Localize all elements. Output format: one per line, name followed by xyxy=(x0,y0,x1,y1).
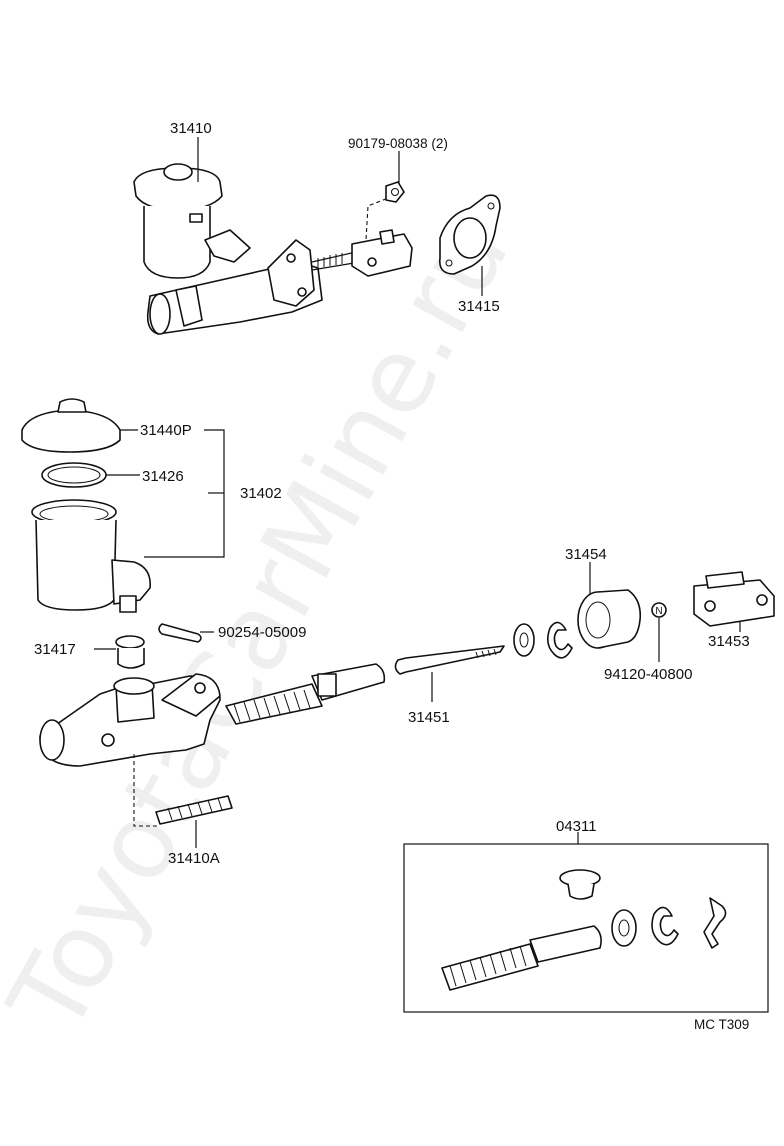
clevis-31453 xyxy=(693,571,775,632)
stud-31410A xyxy=(155,795,233,848)
label-31426: 31426 xyxy=(142,468,184,485)
label-90254-05009: 90254-05009 xyxy=(218,624,306,641)
master-cylinder-assembly xyxy=(133,137,413,335)
grommet-31417 xyxy=(94,635,145,669)
label-31415: 31415 xyxy=(458,298,500,315)
n-marker: N xyxy=(651,602,667,662)
label-31453: 31453 xyxy=(708,633,750,650)
label-31451: 31451 xyxy=(408,709,450,726)
n-marker-text: N xyxy=(655,606,662,617)
repair-kit-box xyxy=(403,832,769,1013)
push-rod-31451 xyxy=(394,645,505,702)
washer-snapring xyxy=(513,621,573,659)
spring-piston xyxy=(225,663,386,725)
label-04311: 04311 xyxy=(556,818,597,835)
cylinder-body xyxy=(39,673,221,827)
label-31440P: 31440P xyxy=(140,422,192,439)
label-31417: 31417 xyxy=(34,641,76,658)
pin-90254 xyxy=(158,623,214,643)
footer-code: MC T309 xyxy=(694,1017,749,1032)
label-31410: 31410 xyxy=(170,120,212,137)
boot-31454 xyxy=(577,562,642,649)
reservoir-31402 xyxy=(31,429,225,613)
label-90179-08038: 90179-08038 (2) xyxy=(348,136,448,151)
gasket-31415 xyxy=(438,194,501,296)
label-31402: 31402 xyxy=(240,485,282,502)
reservoir-cap-31440P xyxy=(21,398,138,453)
label-94120-40800: 94120-40800 xyxy=(604,666,692,683)
label-31410A: 31410A xyxy=(168,850,220,867)
seal-31426 xyxy=(41,462,140,488)
label-31454: 31454 xyxy=(565,546,607,563)
